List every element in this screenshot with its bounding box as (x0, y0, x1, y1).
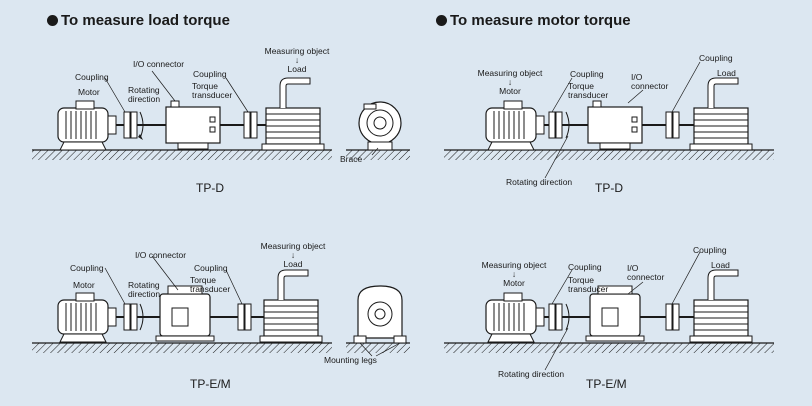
panel-motor-tpem (444, 251, 774, 371)
label-rotating-direction: Rotating direction (498, 369, 565, 379)
label-coupling: Coupling (70, 263, 104, 273)
heading-load-torque-text: To measure load torque (61, 12, 230, 29)
heading-load-torque: To measure load torque (47, 12, 230, 29)
heading-motor-torque-text: To measure motor torque (450, 12, 631, 29)
label-motor: Motor (78, 87, 100, 97)
bullet-icon (47, 15, 58, 26)
caption-tpem: TP-E/M (586, 377, 627, 391)
label-io-connector: I/O connector (135, 250, 187, 260)
label-mounting-legs: Mounting legs (324, 355, 377, 365)
label-coupling-2: Coupling (194, 263, 228, 273)
label-coupling: Coupling (570, 69, 604, 79)
label-measuring-object: Measuring object↓Load (264, 46, 330, 74)
caption-tpd: TP-D (595, 181, 623, 195)
label-coupling-2: Coupling (699, 53, 733, 63)
heading-motor-torque: To measure motor torque (436, 12, 631, 29)
panel-load-tpd (32, 70, 410, 160)
caption-tpem: TP-E/M (190, 377, 231, 391)
label-load: Load (711, 260, 730, 270)
label-io-connector: I/O connector (133, 59, 185, 69)
panel-load-tpem (32, 255, 410, 357)
label-coupling: Coupling (568, 262, 602, 272)
panel-motor-tpd (444, 61, 774, 179)
label-coupling-2: Coupling (193, 69, 227, 79)
caption-tpd: TP-D (196, 181, 224, 195)
label-brace: Brace (340, 154, 363, 164)
label-measuring-object: Measuring object↓Motor (481, 260, 547, 288)
label-coupling-2: Coupling (693, 245, 727, 255)
label-rotating-direction: Rotating direction (506, 177, 573, 187)
label-motor: Motor (73, 280, 95, 290)
label-measuring-object: Measuring object↓Motor (477, 68, 543, 96)
label-measuring-object: Measuring object↓Load (260, 241, 326, 269)
bullet-icon (436, 15, 447, 26)
label-load: Load (717, 68, 736, 78)
label-coupling: Coupling (75, 72, 109, 82)
